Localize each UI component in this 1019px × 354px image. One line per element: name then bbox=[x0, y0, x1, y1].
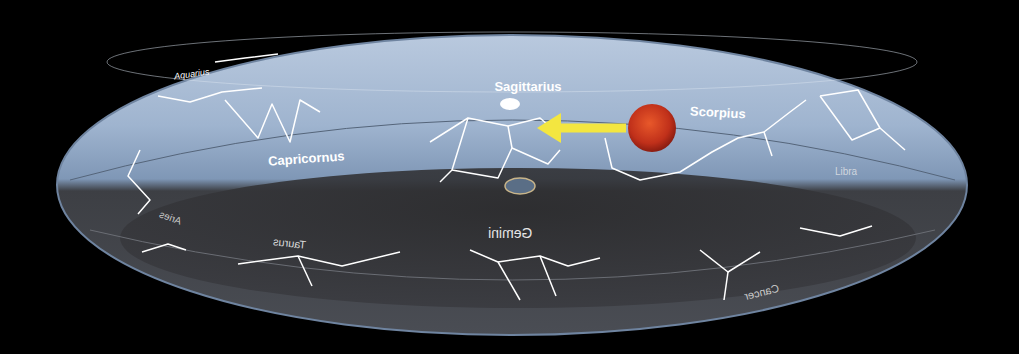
sun bbox=[628, 104, 676, 152]
constellation-name: Sagittarius bbox=[494, 80, 561, 93]
band-interior bbox=[120, 168, 916, 308]
zodiac-band bbox=[57, 35, 967, 335]
constellation-name: Scorpius bbox=[690, 104, 746, 120]
band-rim bbox=[107, 32, 917, 92]
constellation-name: Libra bbox=[835, 167, 857, 177]
constellation-figures bbox=[128, 54, 905, 300]
motion-arrow bbox=[560, 124, 626, 133]
constellation-name: Gemini bbox=[488, 226, 532, 240]
motion-arrowhead bbox=[537, 113, 561, 143]
star-dot bbox=[500, 98, 520, 110]
earth bbox=[505, 178, 535, 194]
ecliptic-line bbox=[70, 120, 955, 180]
